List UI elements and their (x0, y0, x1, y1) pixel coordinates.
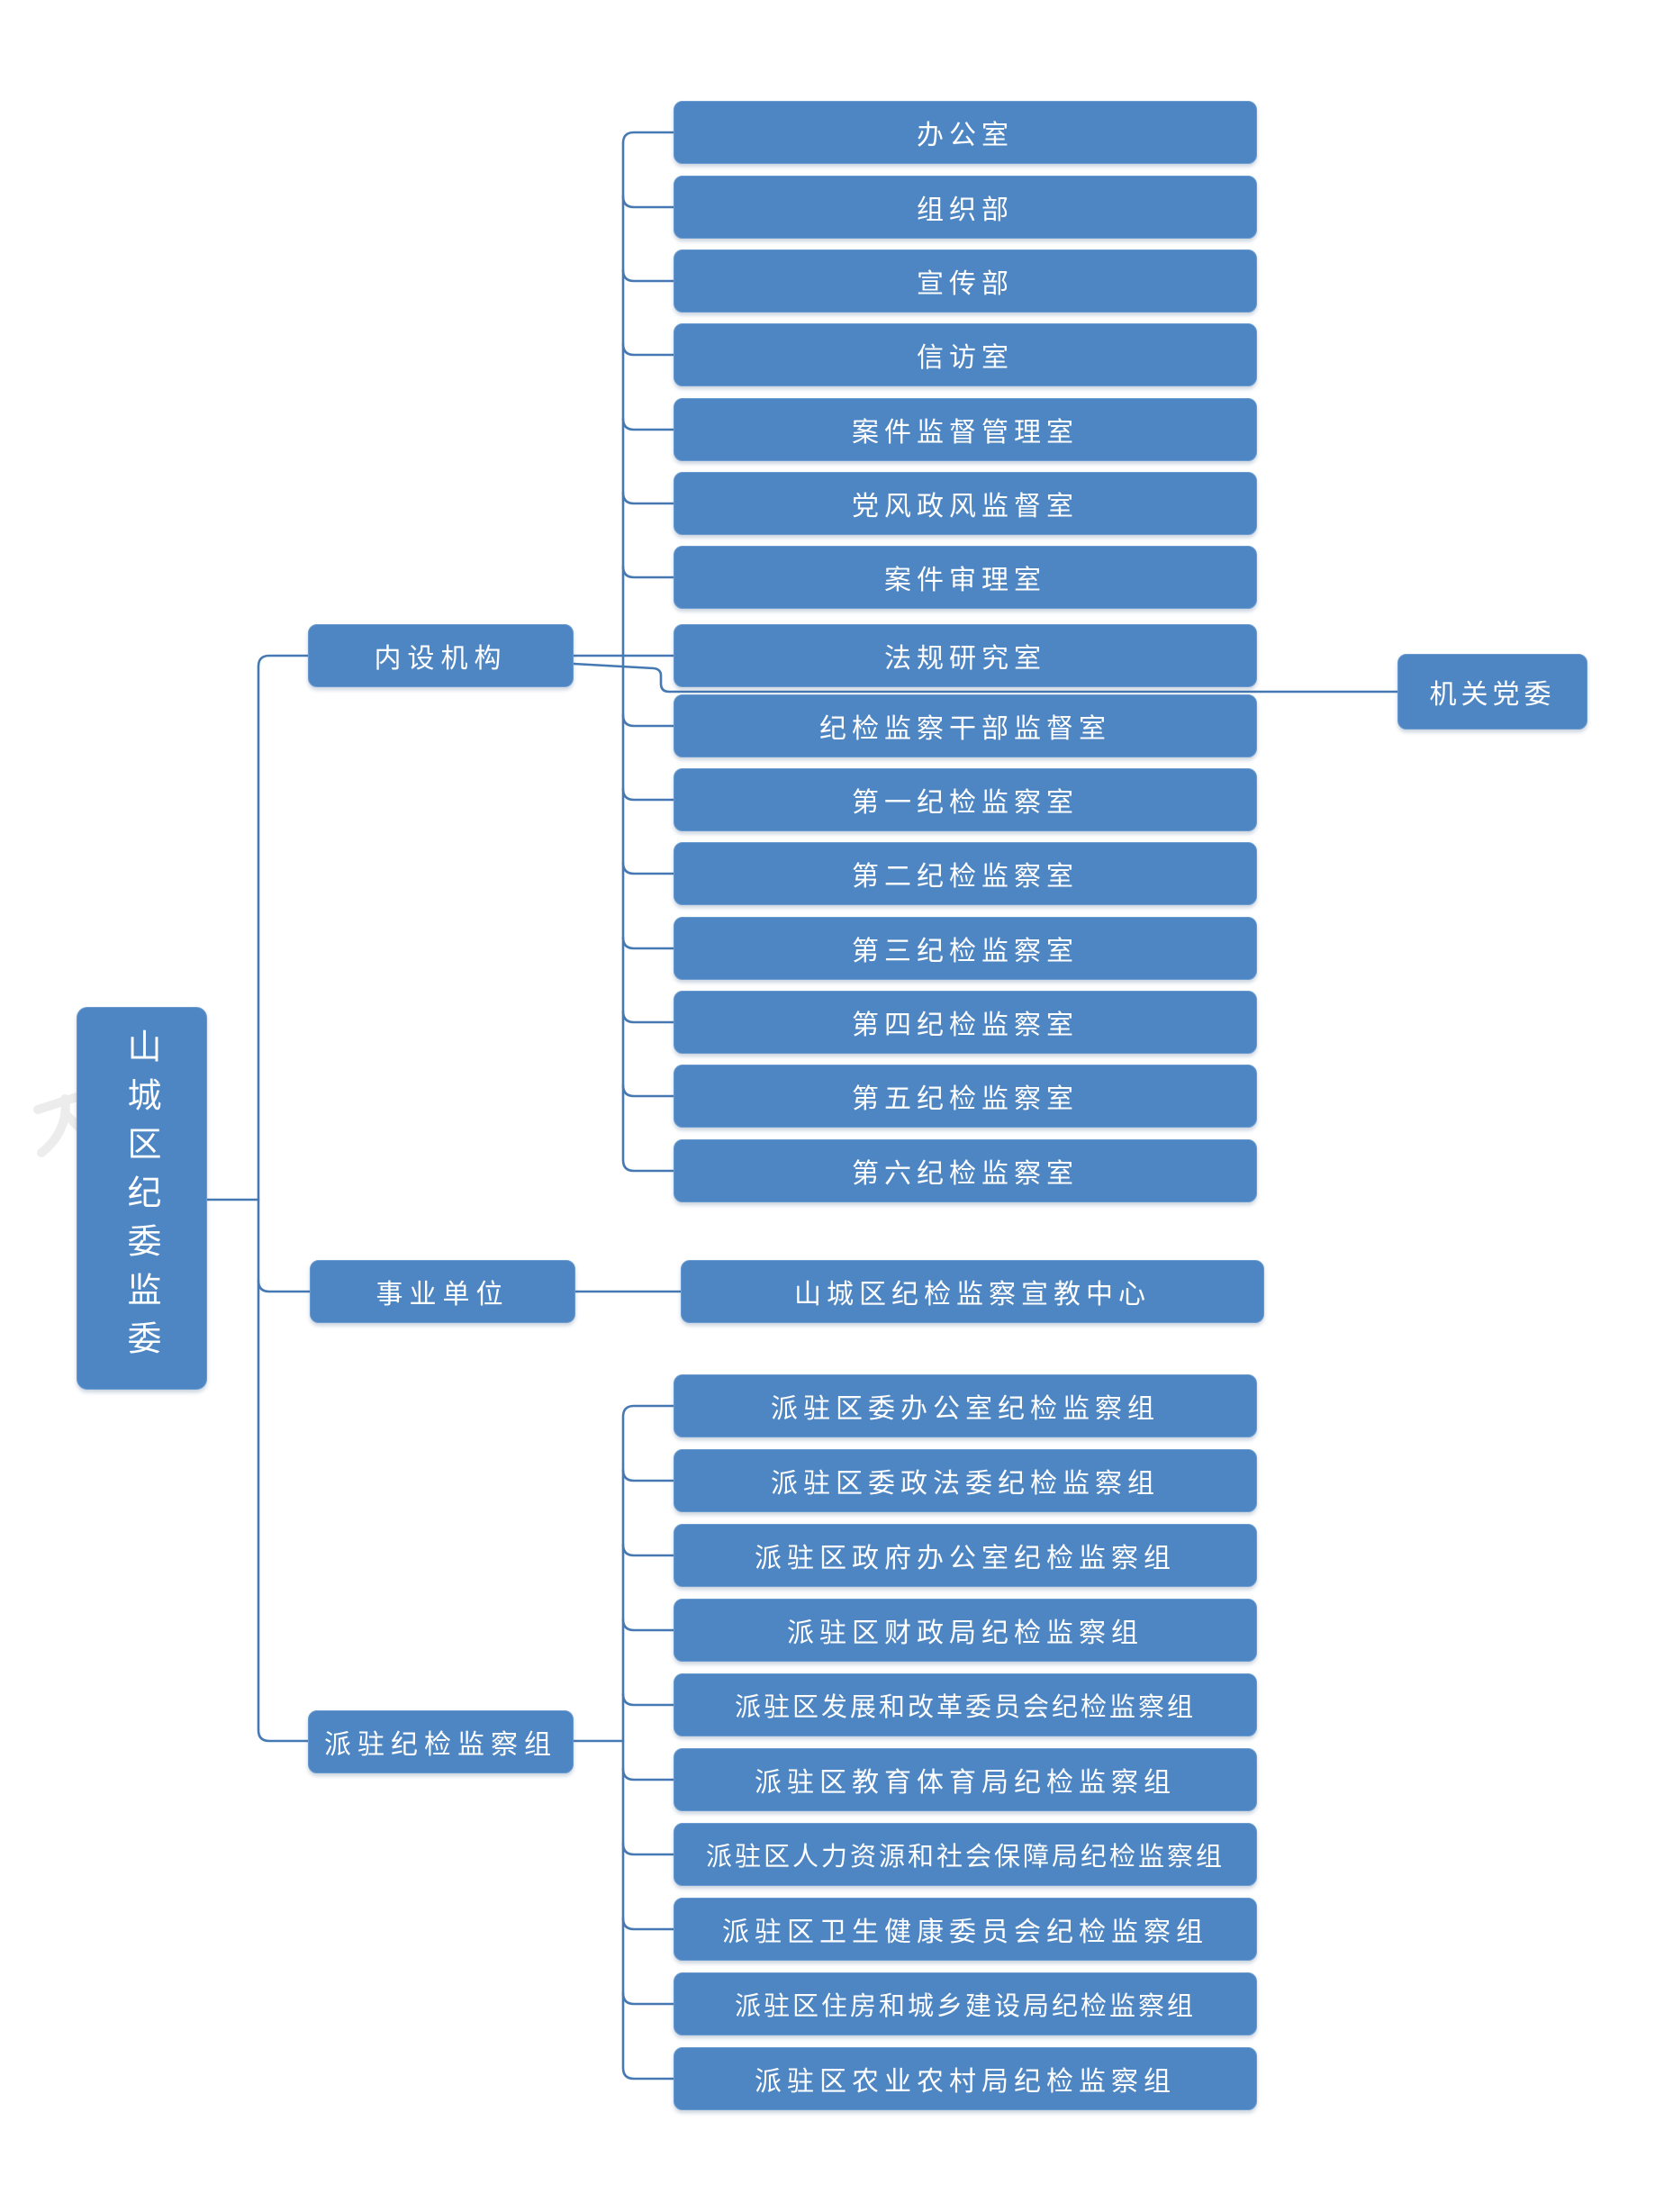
dispatched-group-node: 派驻区发展和改革委员会纪检监察组 (674, 1673, 1257, 1736)
internal-dept-node: 第六纪检监察室 (674, 1139, 1257, 1202)
affiliated-party-committee-node: 机关党委 (1397, 654, 1587, 730)
dispatched-group-node: 派驻区政府办公室纪检监察组 (674, 1524, 1257, 1587)
branch-dispatched-groups: 派驻纪检监察组 (308, 1710, 574, 1773)
internal-dept-node: 第一纪检监察室 (674, 768, 1257, 831)
dispatched-group-node: 派驻区委政法委纪检监察组 (674, 1449, 1257, 1512)
root-node: 山城区纪委监委 (77, 1007, 207, 1390)
internal-dept-node: 宣传部 (674, 249, 1257, 313)
internal-dept-node: 第四纪检监察室 (674, 991, 1257, 1054)
internal-dept-node: 案件审理室 (674, 546, 1257, 609)
internal-dept-node: 第三纪检监察室 (674, 917, 1257, 980)
internal-dept-node: 第二纪检监察室 (674, 842, 1257, 905)
internal-dept-node: 党风政风监督室 (674, 472, 1257, 535)
internal-dept-node: 纪检监察干部监督室 (674, 694, 1257, 757)
branch-public-institutions: 事业单位 (310, 1260, 575, 1323)
dispatched-group-node: 派驻区住房和城乡建设局纪检监察组 (674, 1972, 1257, 2035)
internal-dept-node: 信访室 (674, 323, 1257, 386)
dispatched-group-node: 派驻区卫生健康委员会纪检监察组 (674, 1898, 1257, 1961)
internal-dept-node: 案件监督管理室 (674, 398, 1257, 461)
dispatched-group-node: 派驻区委办公室纪检监察组 (674, 1374, 1257, 1437)
dispatched-group-node: 派驻区人力资源和社会保障局纪检监察组 (674, 1823, 1257, 1886)
dispatched-group-node: 派驻区教育体育局纪检监察组 (674, 1748, 1257, 1811)
internal-dept-node: 组织部 (674, 176, 1257, 239)
internal-dept-node: 办公室 (674, 101, 1257, 164)
public-institution-node: 山城区纪检监察宣教中心 (681, 1260, 1264, 1323)
internal-dept-node: 第五纪检监察室 (674, 1065, 1257, 1128)
dispatched-group-node: 派驻区财政局纪检监察组 (674, 1599, 1257, 1662)
branch-internal-depts: 内设机构 (308, 624, 574, 687)
dispatched-group-node: 派驻区农业农村局纪检监察组 (674, 2047, 1257, 2110)
internal-dept-node: 法规研究室 (674, 624, 1257, 687)
